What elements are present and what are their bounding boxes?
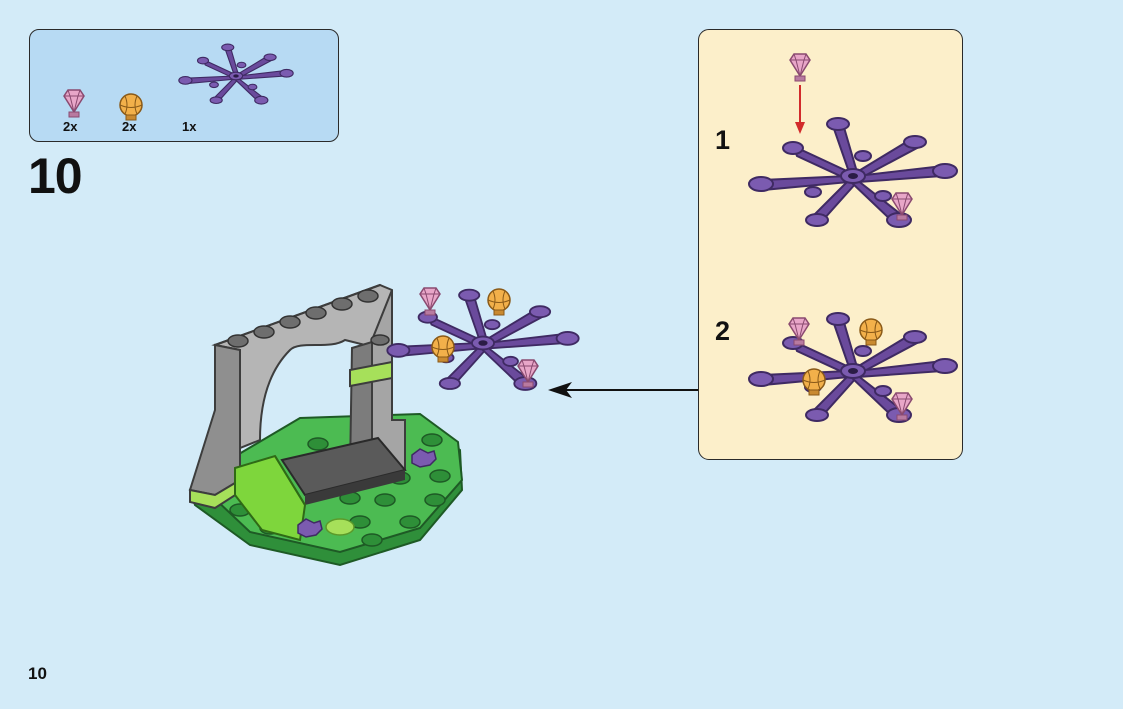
- page-number: 10: [28, 664, 47, 684]
- attached-branch: [387, 290, 578, 390]
- sub-steps-panel: 1 2: [698, 29, 963, 460]
- assembly-arrow: [548, 382, 698, 398]
- sub-step-1-illustration: [699, 30, 964, 461]
